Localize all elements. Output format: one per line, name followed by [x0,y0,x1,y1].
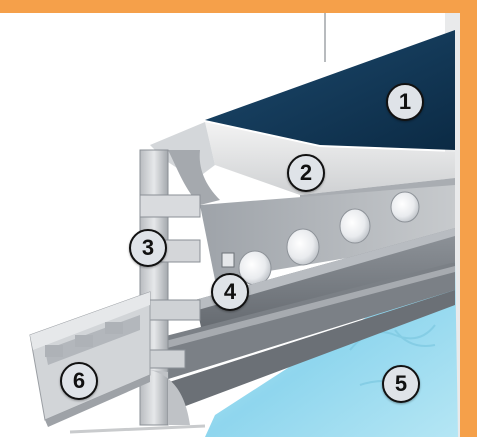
callout-3-label: 3 [141,235,155,260]
callout-6: 6 [60,362,98,400]
callout-3: 3 [129,229,167,267]
top-panel [205,30,455,150]
orange-frame-right [460,0,477,437]
callout-5-label: 5 [394,371,408,396]
callout-2-label: 2 [299,160,313,185]
callout-2: 2 [287,154,325,192]
callout-5: 5 [382,365,420,403]
callout-1-label: 1 [398,89,412,114]
led-modules [221,191,420,286]
secondary-rail [29,291,151,427]
callout-4-label: 4 [223,279,237,304]
foam-strip [205,122,455,195]
callout-6-label: 6 [72,368,86,393]
callout-4: 4 [211,273,249,311]
orange-frame-top [0,0,477,13]
callout-1: 1 [386,83,424,121]
aluminum-profile [139,149,201,426]
